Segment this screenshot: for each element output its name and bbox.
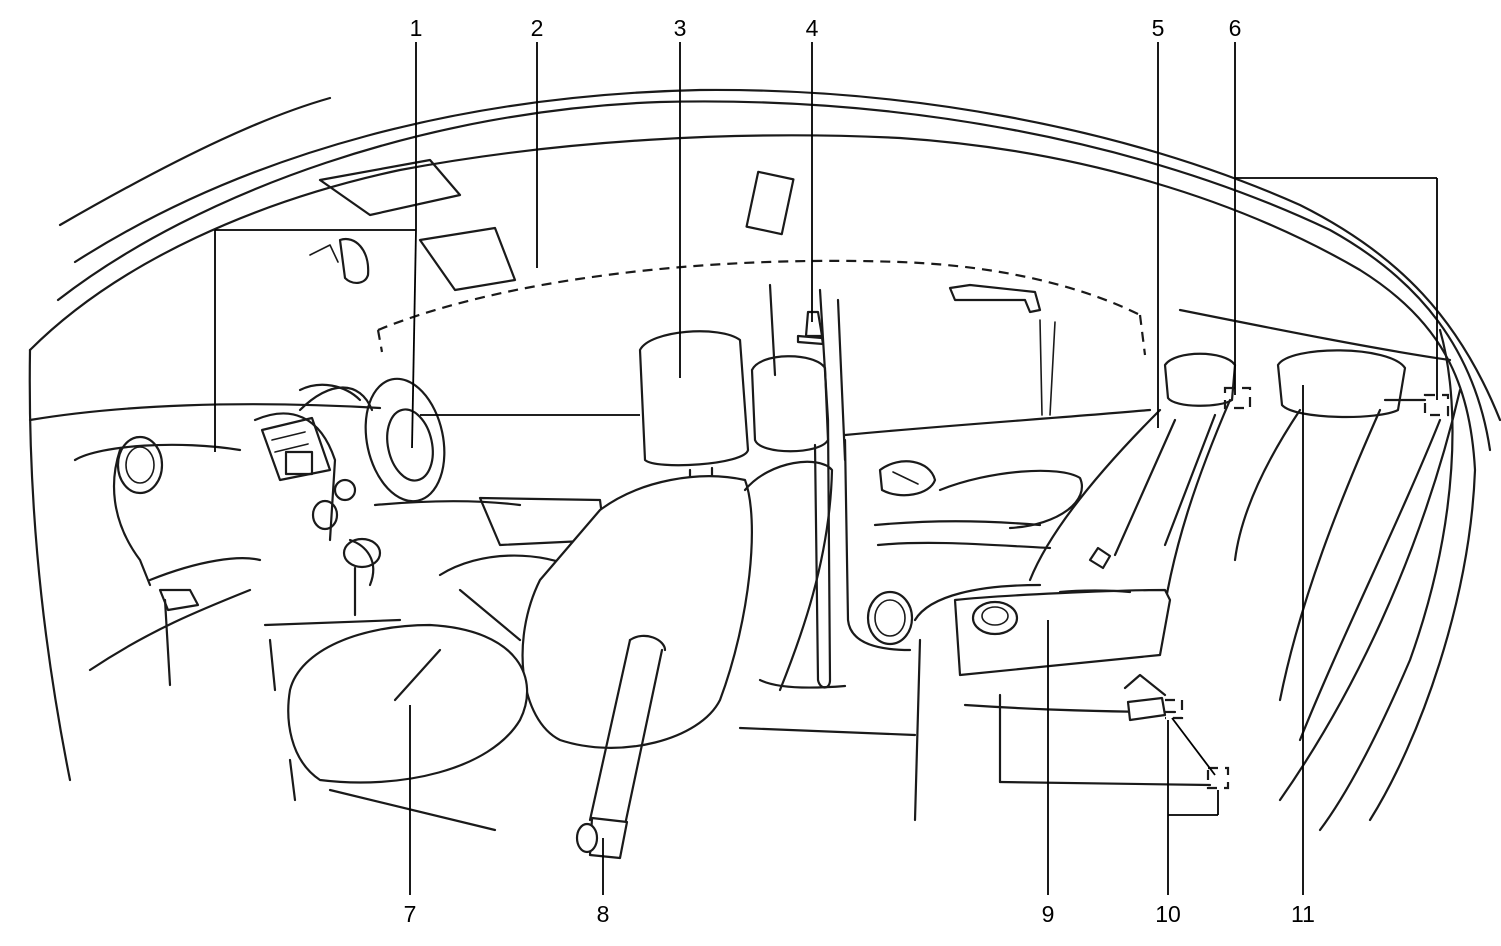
sun-visor <box>318 158 795 292</box>
b-pillar <box>768 283 847 689</box>
callout-3: 3 <box>674 15 687 41</box>
callout-6: 6 <box>1229 15 1242 41</box>
callout-2: 2 <box>531 15 544 41</box>
leader-lines <box>214 42 1438 895</box>
callout-5: 5 <box>1152 15 1165 41</box>
car-body-outline <box>28 88 1501 832</box>
rear-view-mirror <box>309 237 370 284</box>
callout-9: 9 <box>1042 901 1055 927</box>
callout-10: 10 <box>1155 901 1181 927</box>
callout-4: 4 <box>806 15 819 41</box>
callout-1: 1 <box>410 15 423 41</box>
rear-door <box>738 408 1152 737</box>
steering-wheel <box>298 377 446 503</box>
curtain-airbag-outline <box>376 259 1147 416</box>
assist-grip <box>948 283 1042 314</box>
callout-numbers: 1 2 3 4 5 6 7 8 9 10 11 <box>404 15 1315 927</box>
dashboard <box>28 383 382 672</box>
rear-seat <box>913 349 1450 822</box>
callout-7: 7 <box>404 901 417 927</box>
callout-8: 8 <box>597 901 610 927</box>
front-seatbelt <box>575 634 667 860</box>
front-passenger-seat <box>287 330 834 832</box>
callout-11: 11 <box>1291 901 1315 927</box>
